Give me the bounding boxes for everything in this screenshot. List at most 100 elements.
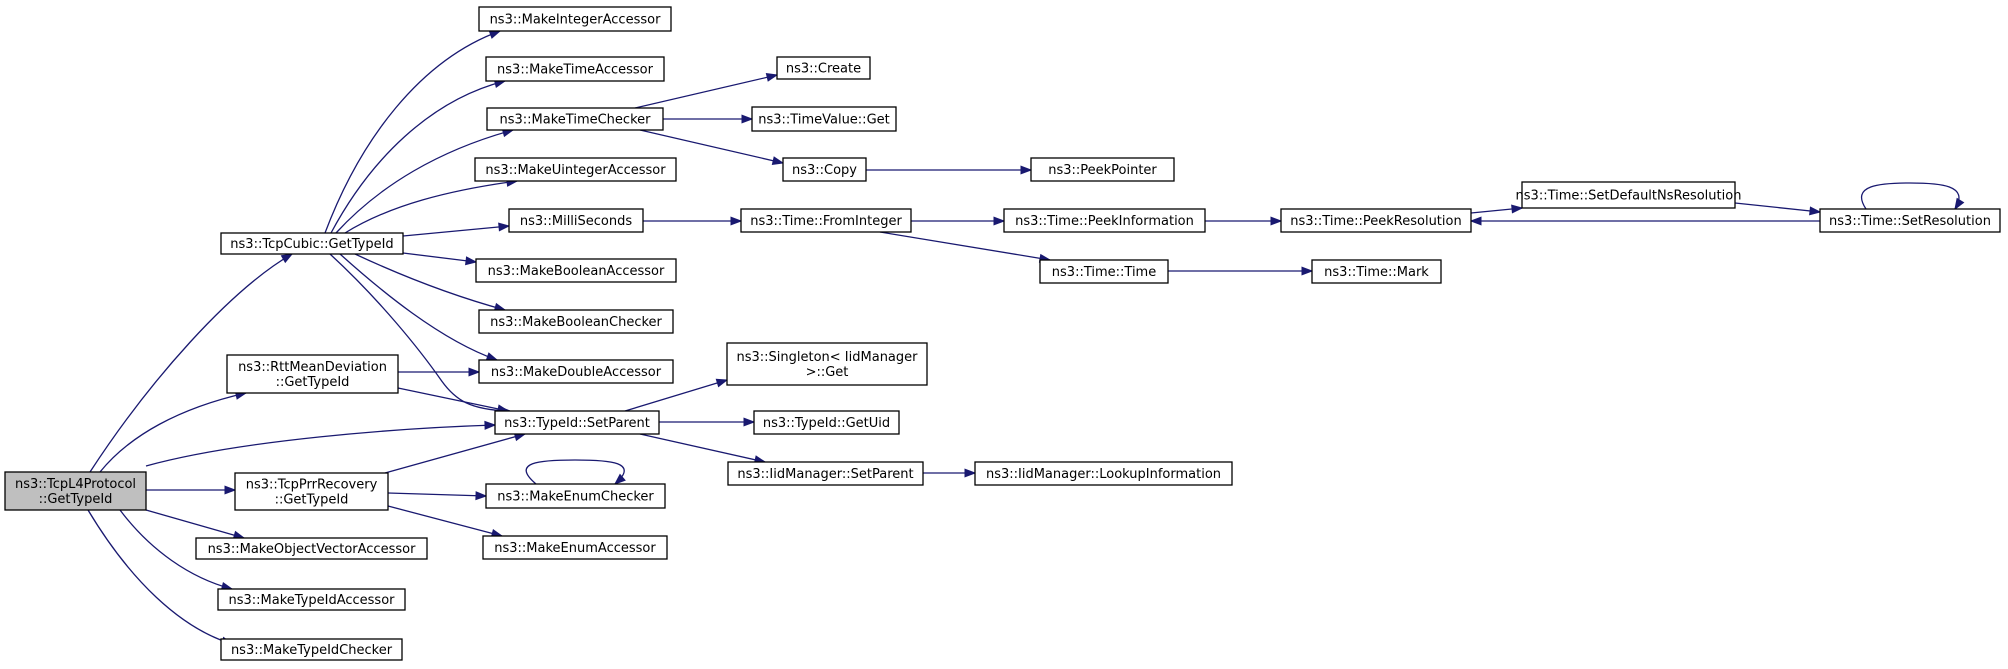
node-setdefaultns[interactable]: ns3::Time::SetDefaultNsResolution xyxy=(1516,181,1742,209)
edge-line xyxy=(384,433,526,474)
node-makeintacc[interactable]: ns3::MakeIntegerAccessor xyxy=(478,6,672,32)
node-label: ns3::MakeTimeAccessor xyxy=(497,63,654,78)
node-box xyxy=(474,157,677,182)
edge-milliseconds-to-fromint xyxy=(643,216,743,226)
node-maketimeacc[interactable]: ns3::MakeTimeAccessor xyxy=(485,56,665,82)
node-label: ns3::Time::FromInteger xyxy=(750,214,902,229)
arrowhead xyxy=(730,216,743,226)
node-box xyxy=(1280,208,1472,233)
node-milliseconds[interactable]: ns3::MilliSeconds xyxy=(508,208,644,233)
node-peekinfo[interactable]: ns3::Time::PeekInformation xyxy=(1003,208,1206,233)
edge-line xyxy=(525,459,625,485)
arrowhead xyxy=(1511,204,1524,214)
edge-tcpcubic-to-maketimeacc xyxy=(330,79,507,234)
node-label: ns3::MilliSeconds xyxy=(520,214,633,229)
arrowhead xyxy=(498,222,511,232)
edge-tcpcubic-to-makeboolacc xyxy=(402,252,478,266)
arrowhead xyxy=(468,367,481,377)
edge-typeidsetparent-to-typeidgetuid xyxy=(659,417,756,427)
node-maketypeidchk[interactable]: ns3::MakeTypeIdChecker xyxy=(220,638,403,661)
node-label: ns3::MakeTypeIdAccessor xyxy=(228,593,395,608)
node-box xyxy=(220,638,403,661)
node-label: ns3::MakeBooleanAccessor xyxy=(488,264,665,279)
node-label: ns3::MakeBooleanChecker xyxy=(490,315,662,330)
node-label: ::GetTypeId xyxy=(275,493,349,508)
node-maketypeidacc[interactable]: ns3::MakeTypeIdAccessor xyxy=(217,588,406,611)
node-box xyxy=(726,342,928,386)
node-iidsetparent[interactable]: ns3::IidManager::SetParent xyxy=(727,461,924,486)
arrowhead xyxy=(465,256,478,266)
edge-line xyxy=(335,129,514,234)
node-peekpointer[interactable]: ns3::PeekPointer xyxy=(1030,157,1175,182)
arrowhead xyxy=(484,420,497,430)
node-box xyxy=(1039,259,1169,284)
node-rttmean[interactable]: ns3::RttMeanDeviation::GetTypeId xyxy=(226,354,399,394)
node-makeenumchk[interactable]: ns3::MakeEnumChecker xyxy=(485,483,666,509)
node-box xyxy=(740,208,912,233)
arrowhead xyxy=(964,468,977,478)
node-box xyxy=(485,483,666,509)
node-label: ns3::IidManager::LookupInformation xyxy=(986,467,1221,482)
node-typeidsetparent[interactable]: ns3::TypeId::SetParent xyxy=(494,410,660,435)
arrowhead xyxy=(475,491,488,501)
node-makeuintacc[interactable]: ns3::MakeUintegerAccessor xyxy=(474,157,677,182)
node-label: ns3::MakeObjectVectorAccessor xyxy=(208,542,417,557)
node-create[interactable]: ns3::Create xyxy=(776,56,871,80)
edge-line xyxy=(397,387,509,412)
node-tcpcubic[interactable]: ns3::TcpCubic::GetTypeId xyxy=(220,232,404,255)
node-box xyxy=(776,56,871,80)
node-iidlookup[interactable]: ns3::IidManager::LookupInformation xyxy=(974,461,1233,486)
node-singletonget[interactable]: ns3::Singleton< IidManager>::Get xyxy=(726,342,928,386)
node-box xyxy=(226,354,399,394)
node-timevalueget[interactable]: ns3::TimeValue::Get xyxy=(751,106,897,132)
node-typeidgetuid[interactable]: ns3::TypeId::GetUid xyxy=(753,410,900,435)
node-peekres[interactable]: ns3::Time::PeekResolution xyxy=(1280,208,1472,233)
edge-tcpcubic-to-makeintacc xyxy=(324,30,502,234)
node-makeenumacc[interactable]: ns3::MakeEnumAccessor xyxy=(482,535,668,560)
edge-root-to-maketypeidchk xyxy=(87,509,234,646)
arrowhead xyxy=(741,114,754,124)
node-root[interactable]: ns3::TcpL4Protocol::GetTypeId xyxy=(4,471,147,511)
node-maketimechk[interactable]: ns3::MakeTimeChecker xyxy=(486,107,664,131)
node-makeboolacc[interactable]: ns3::MakeBooleanAccessor xyxy=(475,258,677,283)
edge-line xyxy=(344,180,518,234)
edge-line xyxy=(87,509,233,645)
node-box xyxy=(482,535,668,560)
node-label: ns3::Singleton< IidManager xyxy=(736,350,918,365)
edge-line xyxy=(639,129,784,164)
arrowhead xyxy=(1469,216,1482,226)
edge-typeidsetparent-to-iidsetparent xyxy=(639,433,767,465)
node-fromint[interactable]: ns3::Time::FromInteger xyxy=(740,208,912,233)
edge-copy-to-peekpointer xyxy=(866,165,1033,175)
edge-line xyxy=(639,433,766,463)
node-label: ::GetTypeId xyxy=(39,492,113,507)
node-box xyxy=(485,56,665,82)
node-label: ns3::MakeIntegerAccessor xyxy=(490,13,662,28)
edge-line xyxy=(354,253,506,311)
node-label: ns3::MakeTypeIdChecker xyxy=(231,643,393,658)
node-makeboolchk[interactable]: ns3::MakeBooleanChecker xyxy=(478,309,674,334)
node-label: ns3::Create xyxy=(786,62,861,77)
arrowhead xyxy=(715,378,729,388)
node-setres[interactable]: ns3::Time::SetResolution xyxy=(1819,208,2001,233)
node-label: ns3::MakeEnumChecker xyxy=(497,490,654,505)
node-tcpprr[interactable]: ns3::TcpPrrRecovery::GetTypeId xyxy=(234,472,389,511)
edge-setdefaultns-to-setres xyxy=(1734,202,1822,216)
edge-rttmean-to-makedoubleacc xyxy=(398,367,481,377)
node-makeobjvec[interactable]: ns3::MakeObjectVectorAccessor xyxy=(195,537,428,560)
node-timemark[interactable]: ns3::Time::Mark xyxy=(1311,259,1442,284)
node-timetime[interactable]: ns3::Time::Time xyxy=(1039,259,1169,284)
edge-line xyxy=(99,392,247,473)
node-box xyxy=(1521,181,1736,209)
edge-line xyxy=(339,253,498,361)
node-box xyxy=(478,6,672,32)
node-makedoubleacc[interactable]: ns3::MakeDoubleAccessor xyxy=(478,359,674,384)
edge-line xyxy=(402,225,510,237)
edge-line xyxy=(324,30,501,234)
node-box xyxy=(508,208,644,233)
edge-line xyxy=(330,80,506,234)
node-label: ns3::RttMeanDeviation xyxy=(238,360,387,375)
node-copy[interactable]: ns3::Copy xyxy=(782,157,867,182)
edge-line xyxy=(624,379,728,412)
node-label: ::GetTypeId xyxy=(276,375,350,390)
